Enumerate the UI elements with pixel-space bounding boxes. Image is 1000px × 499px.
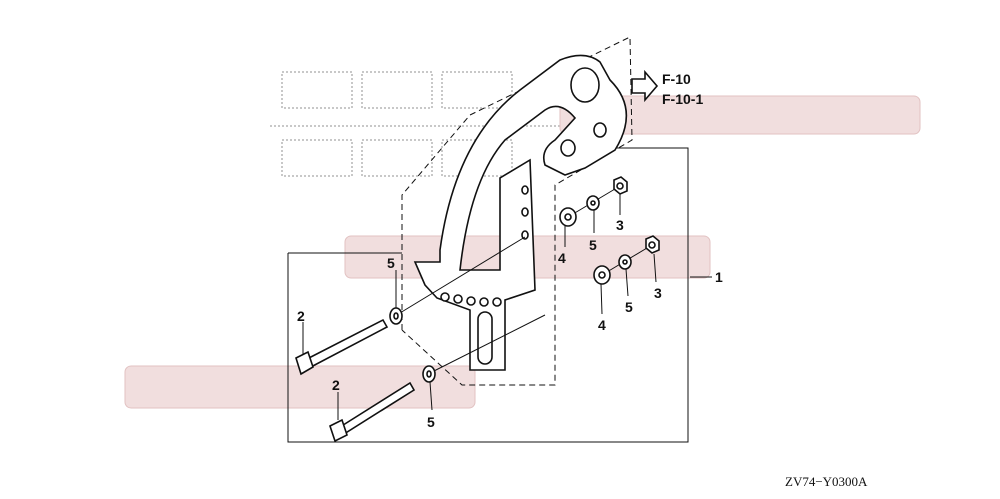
callout-5-upper: 5 xyxy=(589,237,597,253)
leader-lines xyxy=(302,194,712,420)
washer-bolt-bottom xyxy=(422,365,436,383)
callout-3-lower: 3 xyxy=(654,285,662,301)
callout-2-bottom: 2 xyxy=(332,377,340,393)
assembly-frame xyxy=(287,147,689,443)
reference-arrow-icon xyxy=(631,69,659,103)
ref-f10[interactable]: F-10 xyxy=(662,71,691,87)
callout-5-lower: 5 xyxy=(625,299,633,315)
callout-4-upper: 4 xyxy=(558,250,566,266)
callout-2-top: 2 xyxy=(297,308,305,324)
bolt-top xyxy=(295,318,389,376)
callout-4-lower: 4 xyxy=(598,317,606,333)
nut-upper xyxy=(613,176,628,195)
bracket-part xyxy=(413,54,628,371)
washer-small-upper xyxy=(586,195,600,211)
bolt-bottom xyxy=(329,381,416,443)
washer-bolt-top xyxy=(389,307,403,325)
diagram-code: ZV74−Y0300A xyxy=(785,474,868,489)
washer-large-lower xyxy=(593,265,611,285)
callout-5-bolt-bottom: 5 xyxy=(427,414,435,430)
callout-1: 1 xyxy=(715,269,723,285)
washer-small-lower xyxy=(618,254,632,270)
ref-f10-1[interactable]: F-10-1 xyxy=(662,91,703,107)
callout-5-bolt-top: 5 xyxy=(387,255,395,271)
washer-large-upper xyxy=(559,207,577,227)
nut-lower xyxy=(645,235,660,254)
callout-3-upper: 3 xyxy=(616,217,624,233)
dashed-outline xyxy=(401,36,633,386)
